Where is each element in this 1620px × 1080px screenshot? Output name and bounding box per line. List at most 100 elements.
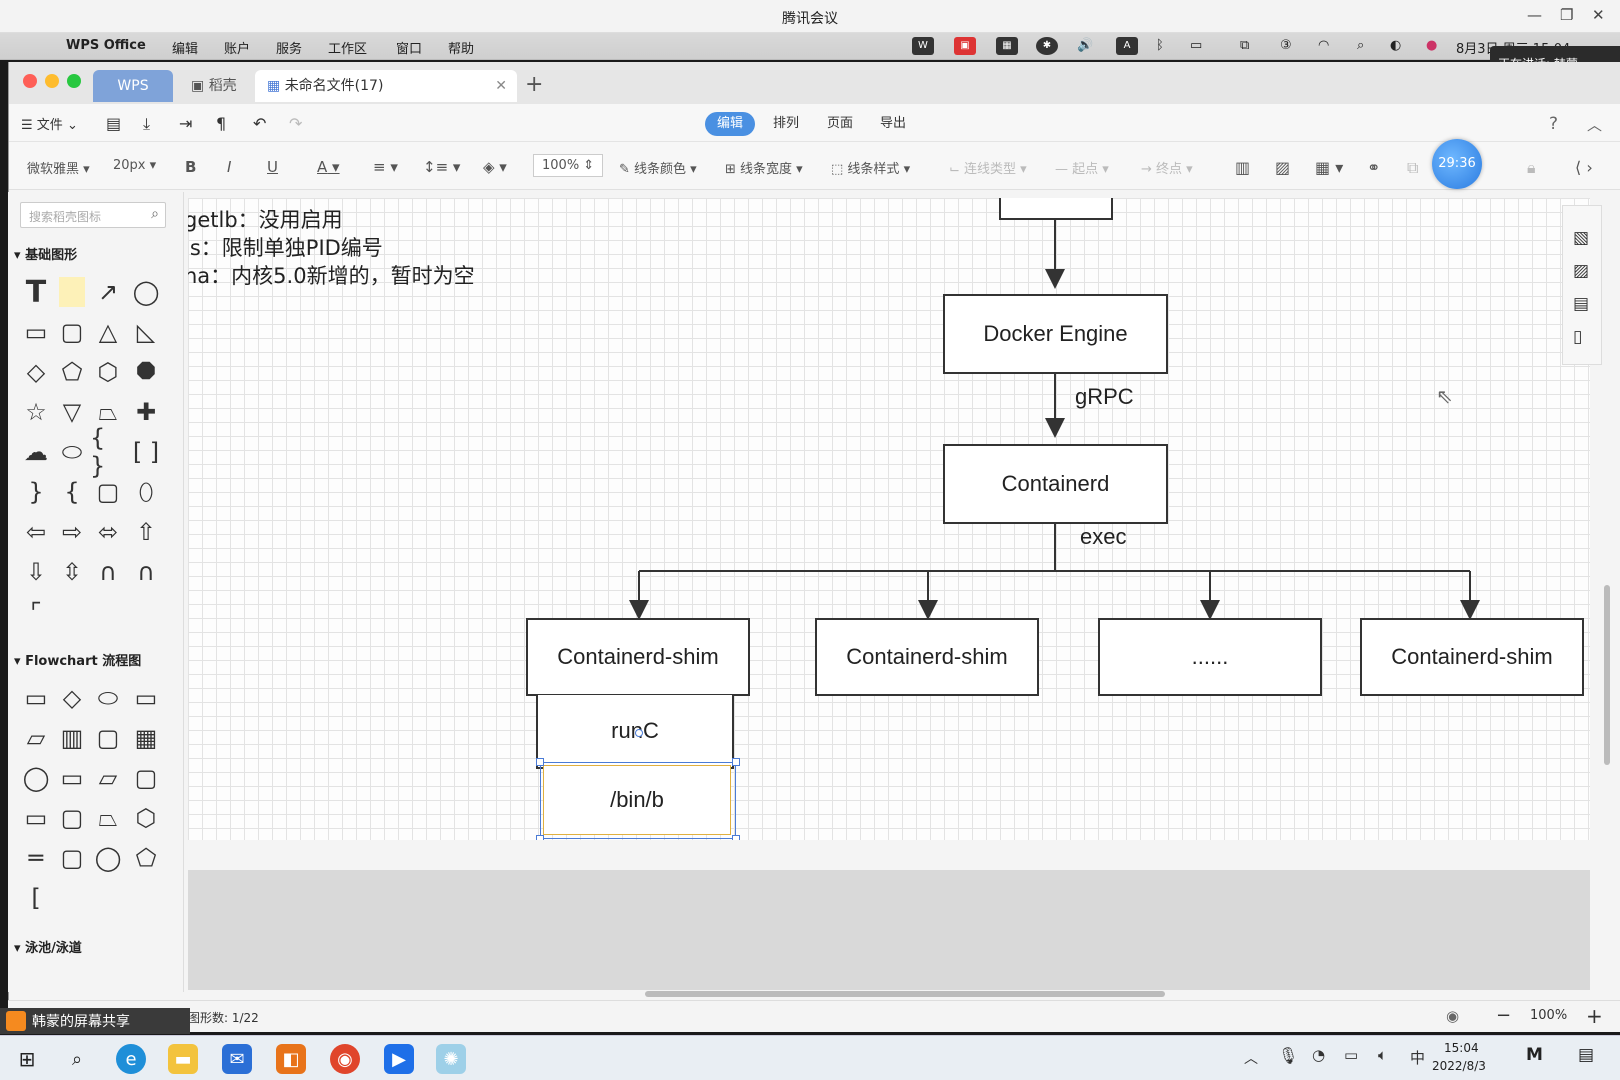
rounded-rect-icon[interactable]: ▢ <box>60 318 84 346</box>
document-shape-icon[interactable]: ▭ <box>134 684 158 712</box>
network-icon[interactable]: ◔ <box>1312 1046 1326 1064</box>
zoom-in-button[interactable]: + <box>1586 1004 1603 1028</box>
section-flowchart[interactable]: ▾ Flowchart 流程图 <box>14 654 142 669</box>
horizontal-scrollbar[interactable] <box>645 991 1165 997</box>
offpage-shape-icon[interactable]: ⬠ <box>135 844 157 872</box>
file-explorer-icon[interactable]: ▬ <box>168 1044 198 1074</box>
minimize-icon[interactable]: — <box>1527 6 1542 24</box>
section-swimlane[interactable]: ▾ 泳池/泳道 <box>14 941 82 956</box>
line-style-button[interactable]: ⬚ 线条样式 ▾ <box>831 162 911 177</box>
annotation-shape-icon[interactable]: [ <box>31 884 41 912</box>
line-width-button[interactable]: ⊞ 线条宽度 ▾ <box>725 162 803 177</box>
updown-arrow-icon[interactable]: ⇳ <box>61 558 83 586</box>
redo-icon[interactable]: ↷ <box>289 114 303 133</box>
tab-edit[interactable]: 编辑 <box>705 112 756 136</box>
containerd-shim-box-4[interactable]: Containerd-shim <box>1360 618 1584 696</box>
edge-icon[interactable]: e <box>116 1044 146 1074</box>
menu-service[interactable]: 服务 <box>276 42 303 57</box>
tab-docer[interactable]: ▣ 稻壳 <box>179 70 249 102</box>
collapse-icon[interactable]: ︿ <box>1587 116 1603 134</box>
menu-app[interactable]: WPS Office <box>66 38 146 53</box>
link-icon[interactable]: ⚭ <box>1367 158 1381 177</box>
tab-export[interactable]: 导出 <box>880 116 907 131</box>
decision-shape-icon[interactable]: ◇ <box>62 684 82 712</box>
wps-tray-icon[interactable]: W <box>912 37 934 55</box>
menu-window[interactable]: 窗口 <box>396 42 423 57</box>
start-icon[interactable]: ⊞ <box>18 1047 36 1071</box>
manual-input-icon[interactable]: ▱ <box>98 764 118 792</box>
font-size-select[interactable]: 20px ▾ <box>113 158 157 173</box>
mail-icon[interactable]: ✉ <box>222 1044 252 1074</box>
u-turn-arrow-icon[interactable]: ∩ <box>99 558 117 586</box>
volume-icon[interactable]: 🔊 <box>1077 38 1094 53</box>
shape-search-input[interactable]: 搜索稻壳图标⌕ <box>20 202 166 228</box>
minimize-window-icon[interactable] <box>45 74 59 88</box>
left-arrow-icon[interactable]: ⇦ <box>25 518 47 546</box>
double-arrow-icon[interactable]: ⬄ <box>97 518 119 546</box>
ellipsis-box[interactable]: ...... <box>1098 618 1322 696</box>
animation-panel-icon[interactable]: ▨ <box>1573 261 1590 281</box>
right-triangle-icon[interactable]: ◺ <box>136 318 156 346</box>
brace-left-icon[interactable]: { } <box>90 424 106 480</box>
up-arrow-icon[interactable]: ⇧ <box>135 518 157 546</box>
tray-expand-icon[interactable]: ︿ <box>1244 1051 1258 1067</box>
top-box[interactable] <box>999 198 1113 220</box>
tab-close-icon[interactable]: ✕ <box>495 78 507 94</box>
notification-icon[interactable]: ▤ <box>1578 1045 1595 1065</box>
grid-tray-icon[interactable]: ▦ <box>996 37 1018 55</box>
zoom-out-button[interactable]: − <box>1496 1005 1512 1026</box>
connector-type-button[interactable]: ⌙ 连线类型 ▾ <box>949 162 1027 177</box>
start-point-button[interactable]: — 起点 ▾ <box>1055 162 1109 177</box>
menu-help[interactable]: 帮助 <box>448 42 475 57</box>
download-icon[interactable]: ⤓ <box>143 114 151 133</box>
section-basic-shapes[interactable]: ▾ 基础图形 <box>14 248 78 263</box>
screen-share-bar[interactable]: 韩蒙的屏幕共享 <box>0 1008 190 1034</box>
format-painter-icon[interactable]: ¶ <box>216 114 227 133</box>
connector-shape-icon[interactable]: ◯ <box>22 764 50 792</box>
power-icon[interactable]: ▭ <box>1344 1046 1359 1064</box>
app-tray-icon[interactable]: ✱ <box>1036 37 1058 55</box>
tab-wps[interactable]: WPS <box>93 70 173 102</box>
star-shape-icon[interactable]: ☆ <box>25 398 47 426</box>
resize-handle-nw[interactable] <box>536 758 544 766</box>
style-panel-icon[interactable]: ▧ <box>1573 228 1590 248</box>
manual-op-icon[interactable]: ⏢ <box>98 804 118 832</box>
tape-shape-icon[interactable]: ▭ <box>24 804 48 832</box>
containerd-shim-box-1[interactable]: Containerd-shim <box>526 618 750 696</box>
siri-icon[interactable]: ● <box>1426 38 1438 53</box>
hexagon-shape-icon[interactable]: ⬡ <box>97 358 119 386</box>
desktop-3-icon[interactable]: ③ <box>1280 38 1292 53</box>
recording-timer[interactable]: 29:36 <box>1432 139 1482 189</box>
app-red-icon[interactable]: ◉ <box>330 1044 360 1074</box>
bluetooth-icon[interactable]: ᛒ <box>1156 38 1164 53</box>
parallel-shape-icon[interactable]: ═ <box>28 844 44 872</box>
restore-icon[interactable]: ❐ <box>1560 6 1574 24</box>
rectangle-shape-icon[interactable]: ▭ <box>24 318 48 346</box>
menu-workspace[interactable]: 工作区 <box>328 42 368 57</box>
app-m-icon[interactable]: M <box>1526 1045 1543 1065</box>
prep-shape-icon[interactable]: ⬡ <box>135 804 157 832</box>
display-shape-icon[interactable]: ▢ <box>60 804 84 832</box>
menu-account[interactable]: 账户 <box>224 42 251 57</box>
cloud-shape-icon[interactable]: ☁ <box>24 438 48 466</box>
align-icon[interactable]: ≡ ▾ <box>373 158 398 176</box>
terminator-shape-icon[interactable]: ⬭ <box>97 684 119 712</box>
vertical-scrollbar[interactable] <box>1604 585 1610 765</box>
u-turn-arrow2-icon[interactable]: ∩ <box>137 558 155 586</box>
note-line-1[interactable]: getlb：没用启用 <box>188 208 343 232</box>
table-icon[interactable]: ▦ ▾ <box>1315 158 1344 177</box>
screen-tray-icon[interactable]: ▣ <box>954 37 976 55</box>
down-arrow-icon[interactable]: ⇩ <box>25 558 47 586</box>
window-icon[interactable]: ⧉ <box>1240 38 1250 53</box>
office-icon[interactable]: ◧ <box>276 1044 306 1074</box>
menu-edit[interactable]: 编辑 <box>172 42 199 57</box>
document-panel-icon[interactable]: ▯ <box>1573 327 1583 347</box>
data-shape-icon[interactable]: ▱ <box>26 724 46 752</box>
rounded-box-icon[interactable]: ▢ <box>96 478 120 506</box>
fill-color-icon[interactable]: ◈ ▾ <box>483 158 507 176</box>
docker-engine-box[interactable]: Docker Engine <box>943 294 1168 374</box>
control-center-icon[interactable]: ◐ <box>1390 38 1402 53</box>
tab-page[interactable]: 页面 <box>827 116 854 131</box>
pages-panel-icon[interactable]: ▤ <box>1573 294 1590 314</box>
bin-b-textbox[interactable]: /bin/b <box>543 765 731 835</box>
